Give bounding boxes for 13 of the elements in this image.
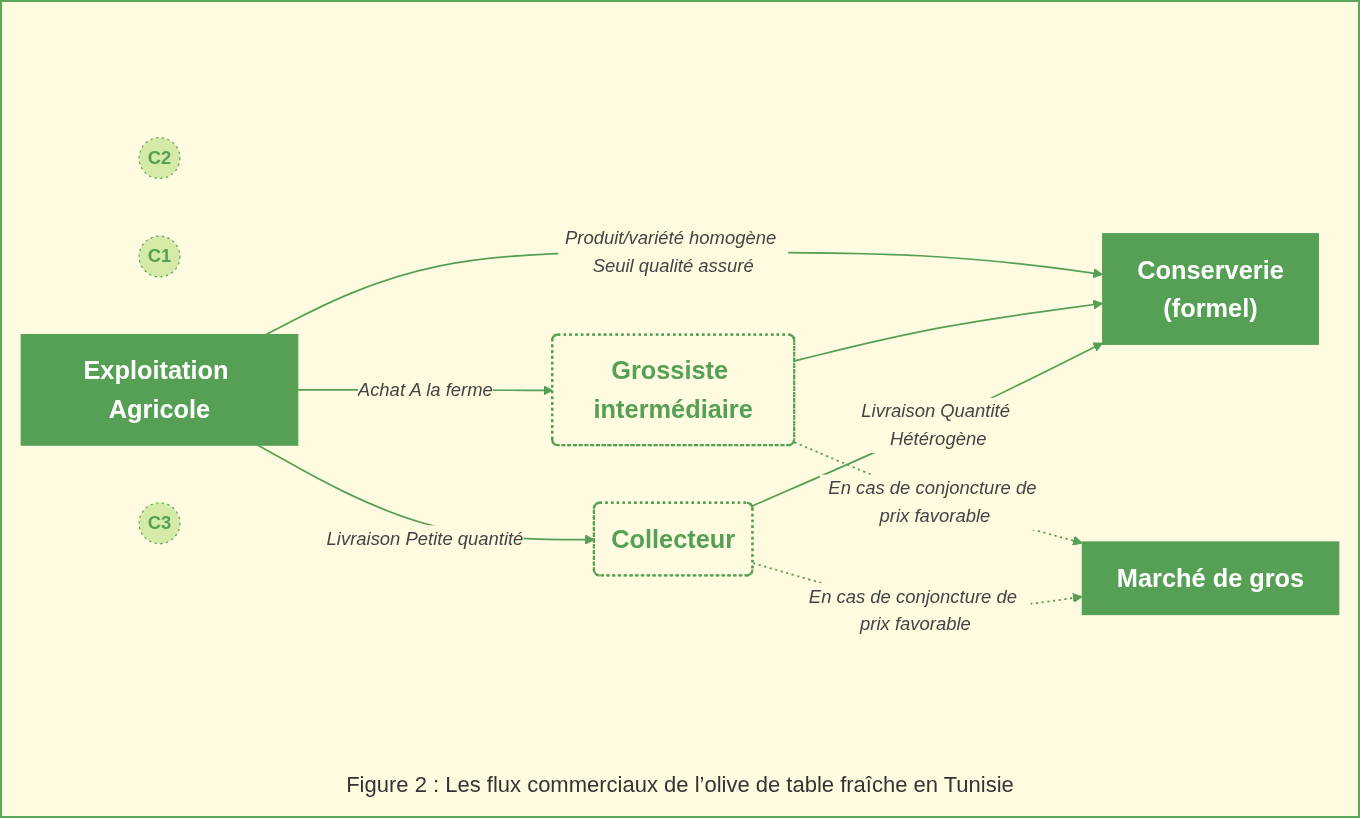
node-box: Conserverie (formel)	[1102, 233, 1319, 345]
node-circle: C3	[138, 502, 181, 545]
node-circle: C1	[138, 235, 181, 278]
edge-label: En cas de conjoncture de prix favorable	[808, 586, 1017, 634]
edge-label: Livraison Petite quantité	[326, 528, 524, 549]
node-box: Exploitation Agricole	[20, 333, 299, 446]
edge-label: En cas de conjoncture de prix favorable	[828, 478, 1037, 526]
figure-caption: Figure 2 : Les flux commerciaux de l’olive de table fraîche en Tunisie	[346, 772, 1014, 798]
edge-label: Produit/variété homogène Seuil qualité assuré	[565, 227, 777, 276]
edge-label: Livraison Quantité Hétérogène	[861, 401, 1010, 449]
node-circle: C2	[138, 137, 181, 180]
node-box: Marché de gros	[1081, 541, 1340, 616]
arrow	[751, 342, 1104, 507]
